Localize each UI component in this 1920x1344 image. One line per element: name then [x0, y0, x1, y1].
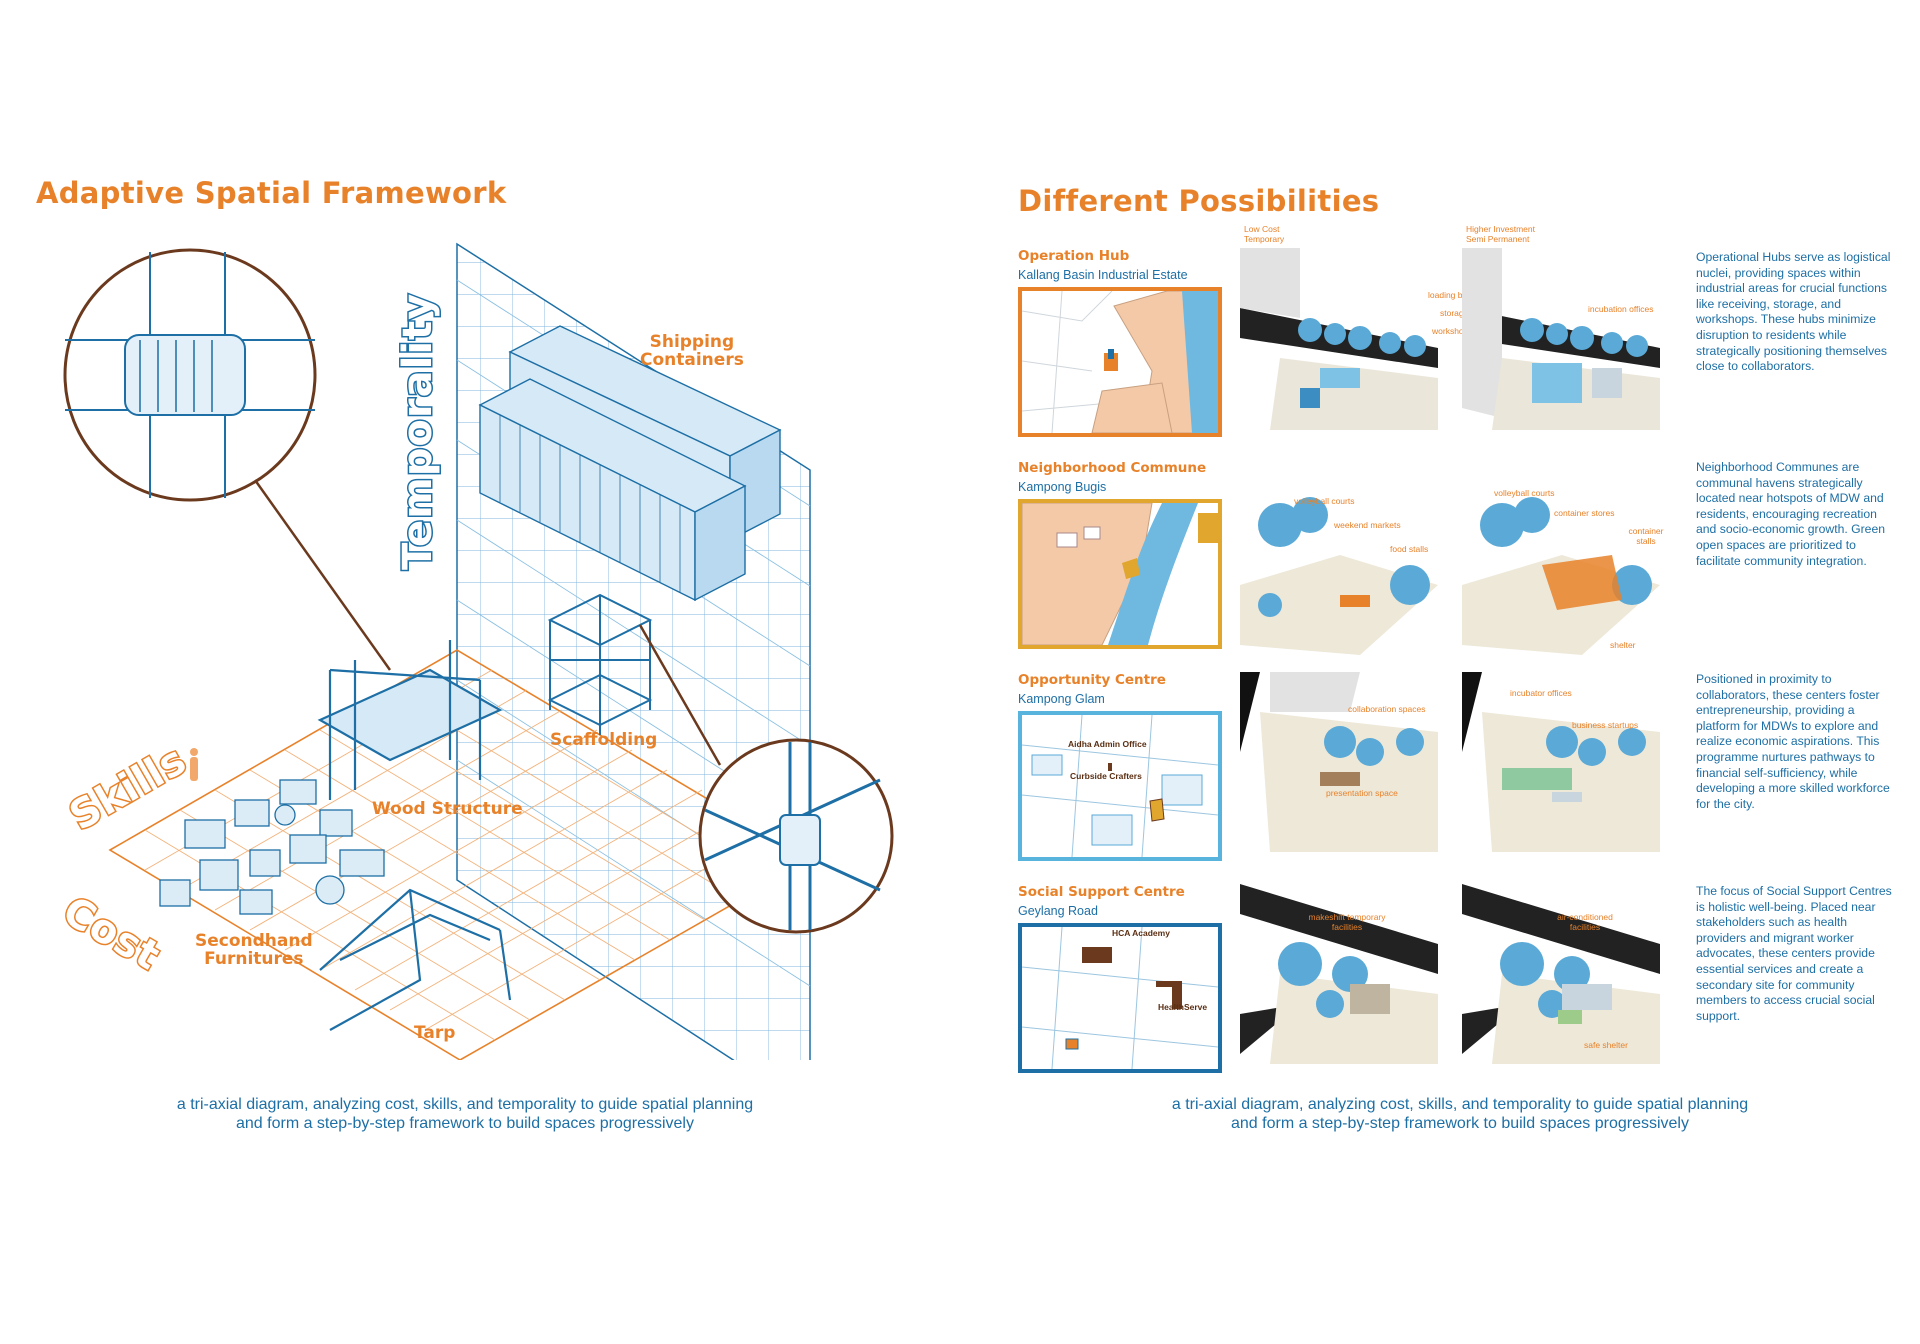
row4-location: Geylang Road — [1018, 904, 1098, 918]
wood-structure-drawing — [317, 640, 503, 800]
tarp-label: Tarp — [414, 1023, 456, 1043]
shipping-containers-label: Shipping Containers — [640, 332, 744, 370]
row1-map-graphic — [1022, 291, 1218, 433]
row4-high-investment-aerial — [1462, 884, 1660, 1064]
row3-high-label-1: incubator offices — [1510, 688, 1572, 698]
left-caption-line-1: a tri-axial diagram, analyzing cost, ski… — [176, 1096, 754, 1113]
row3-high-investment-aerial — [1462, 672, 1660, 852]
row3-description: Positioned in proximity to collaborators… — [1696, 672, 1890, 811]
temporality-axis-label: Temporality — [394, 291, 443, 571]
row1-high-aerial-graphic — [1462, 248, 1660, 430]
secondhand-furnitures-label: Secondhand Furnitures — [195, 931, 313, 969]
row2-low-label-1: volleyball courts — [1294, 496, 1355, 506]
row1-low-label-2: storage — [1440, 308, 1469, 318]
row4-map-tag-2: HealthServe — [1158, 1002, 1208, 1012]
row2-high-label-3: container stalls — [1628, 526, 1664, 546]
human-scale-figure — [190, 748, 198, 781]
row2-description: Neighborhood Communes are communal haven… — [1696, 460, 1886, 568]
framework-title: Adaptive Spatial Framework — [36, 176, 507, 210]
rope-joint-detail — [63, 248, 392, 671]
row2-high-aerial-graphic — [1462, 475, 1660, 655]
left-caption-line-2: and form a step-by-step framework to bui… — [236, 1115, 694, 1132]
row2-high-investment-aerial — [1462, 475, 1660, 655]
row3-title: Opportunity Centre — [1018, 672, 1166, 688]
row3-location: Kampong Glam — [1018, 692, 1105, 706]
row4-map-graphic — [1022, 927, 1218, 1069]
scaffolding-label: Scaffolding — [550, 730, 658, 750]
row1-location: Kallang Basin Industrial Estate — [1018, 268, 1188, 282]
secondhand-furniture-drawing — [159, 779, 385, 915]
wood-structure-label: Wood Structure — [372, 799, 523, 819]
shipping-containers-drawing — [478, 325, 782, 602]
row1-high-investment-aerial — [1462, 248, 1660, 430]
row2-high-label-4: shelter — [1610, 640, 1636, 650]
row3-high-aerial-graphic — [1462, 672, 1660, 852]
right-caption-line-1: a tri-axial diagram, analyzing cost, ski… — [1171, 1096, 1749, 1113]
row3-low-label-2: presentation space — [1326, 788, 1398, 798]
low-cost-column-header: Low Cost Temporary — [1244, 224, 1285, 244]
row3-low-cost-aerial — [1240, 672, 1438, 852]
row2-site-map — [1018, 499, 1222, 649]
row1-low-label-1: loading bay — [1428, 290, 1472, 300]
left-caption: a tri-axial diagram, analyzing cost, ski… — [85, 1095, 845, 1133]
possibilities-title: Different Possibilities — [1018, 184, 1380, 218]
row3-site-map — [1018, 711, 1222, 861]
row3-map-graphic — [1022, 715, 1218, 857]
row3-high-label-2: business startups — [1572, 720, 1639, 730]
row2-low-label-3: food stalls — [1390, 544, 1429, 554]
row4-low-aerial-graphic — [1240, 884, 1438, 1064]
row4-high-label-1: air-conditioned facilities — [1557, 912, 1613, 932]
row1-low-label-3: workshop — [1432, 326, 1469, 336]
row1-low-aerial-graphic — [1240, 248, 1438, 430]
row2-low-cost-aerial — [1240, 475, 1438, 655]
row4-map-tag-1: HCA Academy — [1112, 928, 1170, 938]
row1-title: Operation Hub — [1018, 248, 1130, 264]
tri-axial-diagram — [63, 242, 894, 1060]
row3-map-tag-2: Curbside Crafters — [1070, 771, 1142, 781]
clamp-joint-detail — [638, 624, 894, 934]
row3-low-label-1: collaboration spaces — [1348, 704, 1426, 714]
row3-map-tag-1: Aidha Admin Office — [1068, 739, 1147, 749]
row2-low-aerial-graphic — [1240, 475, 1438, 655]
row4-low-cost-aerial — [1240, 884, 1438, 1064]
right-caption: a tri-axial diagram, analyzing cost, ski… — [1080, 1095, 1840, 1133]
row4-description: The focus of Social Support Centres is h… — [1696, 884, 1892, 1023]
row1-high-label-1: incubation offices — [1588, 304, 1654, 314]
row1-site-map — [1018, 287, 1222, 437]
row2-map-graphic — [1022, 503, 1218, 645]
row3-low-aerial-graphic — [1240, 672, 1438, 852]
row1-description: Operational Hubs serve as logistical nuc… — [1696, 250, 1891, 374]
row2-location: Kampong Bugis — [1018, 480, 1107, 494]
row4-title: Social Support Centre — [1018, 884, 1185, 900]
row2-low-label-2: weekend markets — [1334, 520, 1401, 530]
row4-low-label-1: makeshift temporary facilities — [1308, 912, 1386, 932]
right-caption-line-2: and form a step-by-step framework to bui… — [1231, 1115, 1689, 1132]
row1-low-cost-aerial — [1240, 248, 1438, 430]
row2-title: Neighborhood Commune — [1018, 460, 1207, 476]
row4-high-label-2: safe shelter — [1584, 1040, 1628, 1050]
row4-high-aerial-graphic — [1462, 884, 1660, 1064]
row2-high-label-1: volleyball courts — [1494, 488, 1555, 498]
high-investment-column-header: Higher Investment Semi Permanent — [1466, 224, 1535, 244]
scaffolding-drawing — [547, 593, 653, 735]
row4-site-map — [1018, 923, 1222, 1073]
tarp-drawing — [319, 888, 512, 1031]
row2-high-label-2: container stores — [1554, 508, 1615, 518]
